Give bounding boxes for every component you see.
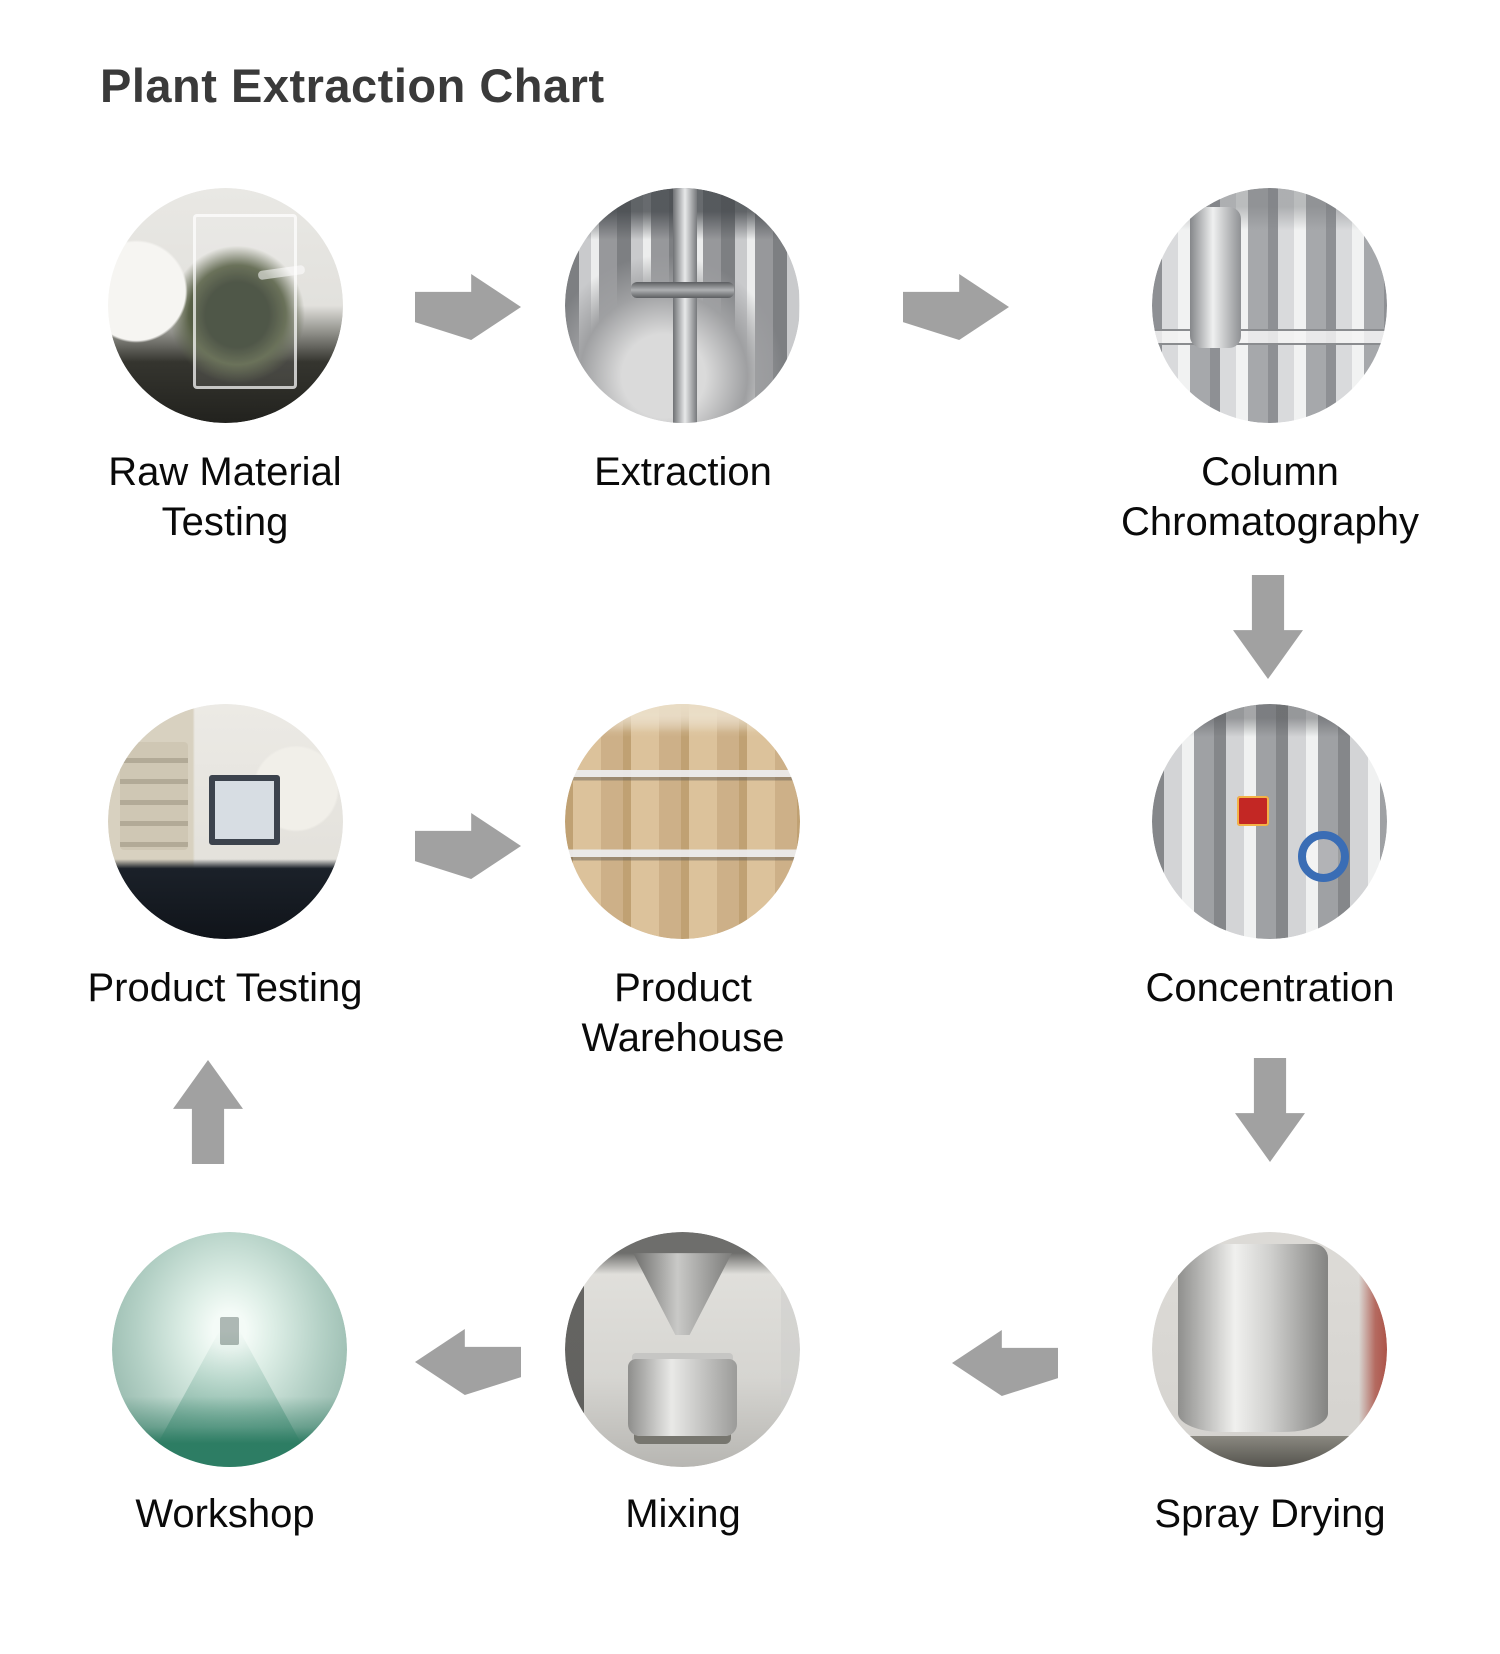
step-circle-product-warehouse xyxy=(565,704,800,939)
arrow-left-icon xyxy=(952,1330,1058,1396)
step-label-raw-material-testing: Raw Material Testing xyxy=(108,450,342,544)
raw-material-testing-photo xyxy=(108,188,343,423)
step-label-concentration: Concentration xyxy=(1145,966,1395,1010)
arrow-right-icon xyxy=(415,274,521,340)
arrow-up-icon xyxy=(173,1060,243,1164)
arrow-right-icon xyxy=(415,813,521,879)
step-circle-workshop xyxy=(112,1232,347,1467)
step-label-product-testing: Product Testing xyxy=(87,966,363,1010)
step-circle-product-testing xyxy=(108,704,343,939)
arrow-left-icon xyxy=(415,1329,521,1395)
step-circle-concentration xyxy=(1152,704,1387,939)
step-label-workshop: Workshop xyxy=(135,1492,315,1536)
step-circle-column-chromatography xyxy=(1152,188,1387,423)
product-warehouse-photo xyxy=(565,704,800,939)
extraction-photo xyxy=(565,188,800,423)
step-label-mixing: Mixing xyxy=(625,1492,741,1536)
mixing-photo xyxy=(565,1232,800,1467)
step-circle-extraction xyxy=(565,188,800,423)
step-circle-spray-drying xyxy=(1152,1232,1387,1467)
column-chromatography-photo xyxy=(1152,188,1387,423)
product-testing-photo xyxy=(108,704,343,939)
arrow-right-icon xyxy=(903,274,1009,340)
step-label-column-chromatography: Column Chromatography xyxy=(1121,450,1419,544)
arrow-down-icon xyxy=(1235,1058,1305,1162)
step-label-extraction: Extraction xyxy=(594,450,772,494)
step-circle-raw-material-testing xyxy=(108,188,343,423)
spray-drying-photo xyxy=(1152,1232,1387,1467)
arrow-down-icon xyxy=(1233,575,1303,679)
step-circle-mixing xyxy=(565,1232,800,1467)
step-label-product-warehouse: Product Warehouse xyxy=(581,966,785,1060)
step-label-spray-drying: Spray Drying xyxy=(1154,1492,1386,1536)
concentration-photo xyxy=(1152,704,1387,939)
page-title: Plant Extraction Chart xyxy=(100,59,605,112)
workshop-photo xyxy=(112,1232,347,1467)
